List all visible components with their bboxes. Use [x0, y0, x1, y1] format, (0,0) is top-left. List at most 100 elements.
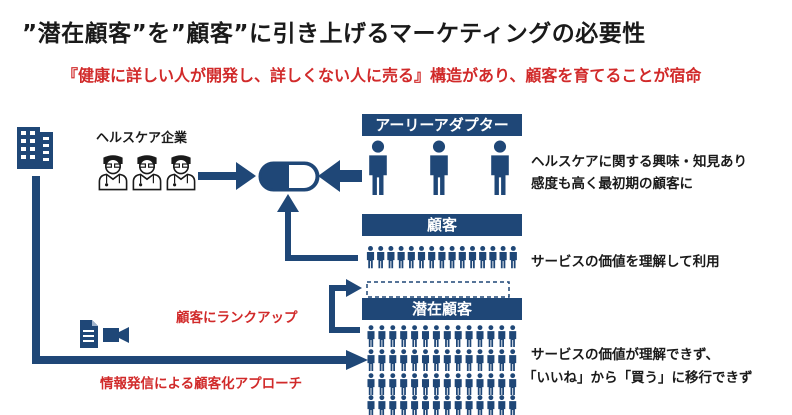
person-icon — [400, 349, 408, 371]
document-icon — [80, 320, 98, 348]
approach-label: 情報発信による顧客化アプローチ — [100, 376, 303, 392]
person-icon — [476, 325, 484, 347]
person-icon — [389, 373, 397, 395]
person-icon — [509, 245, 517, 269]
person-icon — [454, 395, 462, 415]
person-icon — [448, 245, 456, 269]
capsule-icon — [258, 161, 320, 192]
person-icon — [454, 349, 462, 371]
rank-up-path — [329, 285, 360, 333]
person-icon — [432, 325, 440, 347]
arrow-right-icon — [346, 279, 362, 297]
person-icon — [487, 395, 495, 415]
person-icon — [378, 395, 386, 415]
person-icon — [411, 395, 419, 415]
person-icon — [377, 245, 385, 269]
person-icon — [432, 395, 440, 415]
person-icon — [476, 349, 484, 371]
person-icon — [509, 325, 517, 347]
person-icon — [400, 395, 408, 415]
person-icon — [432, 349, 440, 371]
person-icon — [491, 140, 509, 195]
person-icon — [468, 245, 477, 269]
customer-to-product-path — [285, 208, 358, 261]
potential-customer-description-2: 「いいね」から「買う」に移行できず — [523, 370, 753, 386]
person-icon — [421, 395, 430, 415]
person-icon — [487, 325, 495, 347]
person-icon — [499, 245, 507, 269]
arrow-left-icon — [318, 160, 362, 192]
person-icon — [476, 373, 484, 395]
rank-up-target-box — [366, 281, 510, 298]
person-icon — [509, 395, 517, 415]
video-camera-icon — [103, 327, 129, 343]
person-icon — [498, 395, 506, 415]
person-icon — [411, 373, 419, 395]
person-icon — [411, 349, 419, 371]
person-icon — [417, 245, 426, 269]
page-title: ”潜在顧客”を”顧客”に引き上げるマーケティングの必要性 — [22, 21, 646, 47]
person-icon — [389, 395, 397, 415]
person-icon — [367, 395, 375, 415]
person-icon — [465, 325, 473, 347]
person-icon — [487, 373, 495, 395]
person-icon — [443, 325, 451, 347]
person-icon — [389, 325, 397, 347]
person-icon — [443, 395, 451, 415]
arrow-right-icon — [198, 162, 256, 190]
doctor-icon — [132, 154, 162, 191]
rank-up-label: 顧客にランクアップ — [176, 310, 298, 326]
person-icon — [509, 373, 517, 395]
person-icon — [428, 245, 436, 269]
person-icon — [498, 373, 506, 395]
arrow-right-icon — [346, 350, 368, 370]
customer-description: サービスの価値を理解して利用 — [531, 254, 720, 270]
building-icon — [17, 127, 53, 169]
person-icon — [367, 349, 375, 371]
person-icon — [509, 349, 517, 371]
person-icon — [400, 373, 408, 395]
person-icon — [378, 325, 386, 347]
page-subtitle: 『健康に詳しい人が開発し、詳しくない人に売る』構造があり、顧客を育てることが宿命 — [62, 66, 702, 85]
early-adopter-description-1: ヘルスケアに関する興味・知見あり — [531, 154, 747, 170]
person-icon — [411, 325, 419, 347]
healthcare-company-label: ヘルスケア企業 — [96, 131, 188, 146]
potential-customer-description-1: サービスの価値が理解できず、 — [531, 347, 720, 363]
person-icon — [438, 245, 446, 269]
person-icon — [498, 325, 506, 347]
person-icon — [407, 245, 415, 269]
person-icon — [443, 349, 451, 371]
person-icon — [378, 349, 386, 371]
customer-bar: 顧客 — [362, 214, 522, 236]
early-adopter-bar: アーリーアダプター — [362, 114, 522, 136]
person-icon — [400, 325, 408, 347]
person-icon — [369, 140, 387, 195]
person-icon — [389, 349, 397, 371]
person-icon — [479, 245, 487, 269]
person-icon — [387, 245, 395, 269]
person-icon — [454, 373, 462, 395]
person-icon — [465, 395, 473, 415]
person-icon — [443, 373, 451, 395]
person-icon — [454, 325, 462, 347]
doctor-icon — [98, 154, 128, 191]
person-icon — [366, 245, 375, 269]
person-icon — [421, 349, 430, 371]
approach-path — [32, 176, 350, 364]
person-icon — [458, 245, 466, 269]
arrow-up-icon — [277, 194, 299, 212]
potential-customer-bar: 潜在顧客 — [362, 298, 522, 320]
person-icon — [367, 325, 375, 347]
early-adopter-description-2: 感度も高く最初期の顧客に — [531, 176, 693, 192]
person-icon — [367, 373, 375, 395]
doctor-icon — [166, 154, 196, 191]
person-icon — [465, 349, 473, 371]
person-icon — [489, 245, 497, 269]
person-icon — [432, 373, 440, 395]
person-icon — [397, 245, 405, 269]
person-icon — [465, 373, 473, 395]
person-icon — [430, 140, 448, 195]
person-icon — [476, 395, 484, 415]
person-icon — [421, 325, 430, 347]
